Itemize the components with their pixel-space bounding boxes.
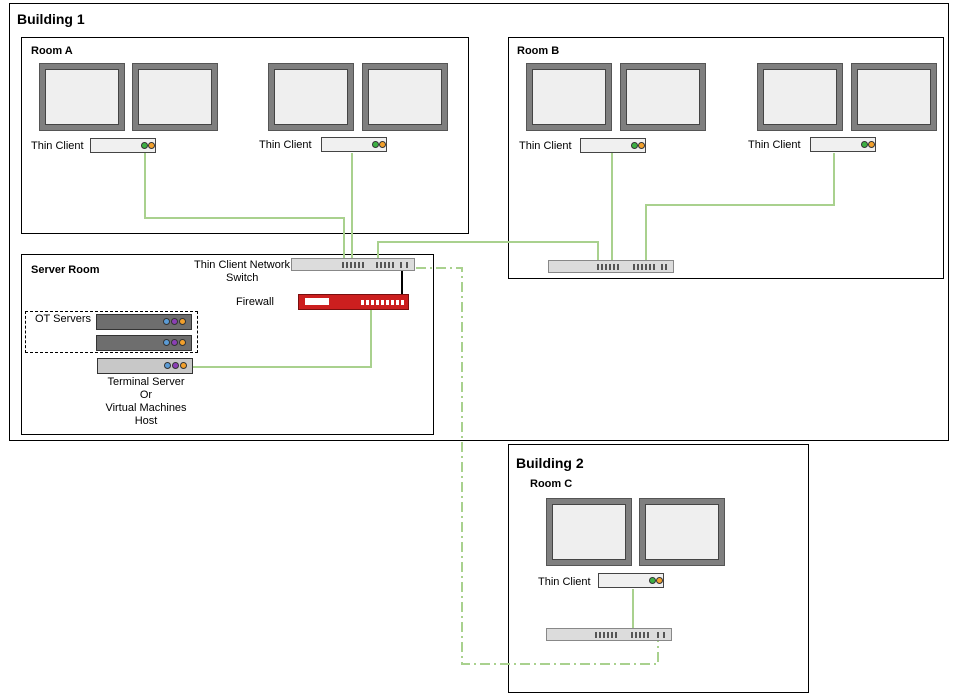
status-led [179, 318, 186, 325]
status-led [172, 362, 179, 369]
thin-client-label: Thin Client [538, 576, 591, 588]
firewall-icon [298, 294, 409, 310]
terminal-label-line1: Terminal Server [107, 376, 185, 388]
status-led [861, 141, 868, 148]
monitor-icon [132, 63, 218, 131]
status-led [868, 141, 875, 148]
network-switch-icon [548, 260, 674, 273]
status-led [379, 141, 386, 148]
monitor-icon [268, 63, 354, 131]
status-led [141, 142, 148, 149]
monitor-icon [546, 498, 632, 566]
building-2-title: Building 2 [516, 455, 584, 471]
status-led [638, 142, 645, 149]
server-room-title: Server Room [31, 264, 100, 276]
monitor-icon [620, 63, 706, 131]
thin-client-label: Thin Client [31, 140, 84, 152]
thin-client-label: Thin Client [519, 140, 572, 152]
thin-client-label: Thin Client [748, 139, 801, 151]
link-room-b-client-2 [645, 153, 835, 262]
network-switch-icon [291, 258, 415, 271]
room-b-title: Room B [517, 45, 560, 57]
status-led [148, 142, 155, 149]
building-2 [508, 444, 809, 693]
link-switch-to-room-b [377, 241, 599, 262]
server-room [21, 254, 434, 435]
link-building-interconnect [416, 267, 659, 665]
server-icon [97, 358, 193, 374]
monitor-icon [362, 63, 448, 131]
monitor-icon [526, 63, 612, 131]
building-1-title: Building 1 [17, 11, 85, 27]
status-led [631, 142, 638, 149]
link-terminal-to-firewall [193, 308, 372, 368]
ot-servers-group [25, 311, 198, 353]
thin-client-icon [580, 138, 646, 153]
status-led [179, 339, 186, 346]
thin-client-icon [90, 138, 156, 153]
switch-label-line1: Thin Client Network [194, 259, 290, 271]
server-icon [96, 314, 192, 330]
switch-label-line2: Switch [226, 272, 259, 284]
link-room-a-client-1 [144, 153, 345, 262]
monitor-icon [757, 63, 843, 131]
status-led [163, 318, 170, 325]
status-led [656, 577, 663, 584]
status-led [180, 362, 187, 369]
status-led [171, 339, 178, 346]
room-a-title: Room A [31, 45, 73, 57]
terminal-label-line4: Host [134, 415, 158, 427]
status-led [649, 577, 656, 584]
monitor-icon [851, 63, 937, 131]
firewall-label: Firewall [236, 296, 274, 308]
status-led [171, 318, 178, 325]
thin-client-icon [321, 137, 387, 152]
thin-client-icon [810, 137, 876, 152]
terminal-label-line3: Virtual Machines [105, 402, 187, 414]
room-c-title: Room C [530, 478, 573, 490]
status-led [163, 339, 170, 346]
ot-servers-label: OT Servers [35, 313, 92, 325]
monitor-icon [639, 498, 725, 566]
server-icon [96, 335, 192, 351]
status-led [372, 141, 379, 148]
network-switch-icon [546, 628, 672, 641]
thin-client-icon [598, 573, 664, 588]
terminal-label-line2: Or [139, 389, 153, 401]
monitor-icon [39, 63, 125, 131]
terminal-server-label: Terminal Server Or Virtual Machines Host [96, 376, 196, 428]
thin-client-label: Thin Client [259, 139, 312, 151]
status-led [164, 362, 171, 369]
